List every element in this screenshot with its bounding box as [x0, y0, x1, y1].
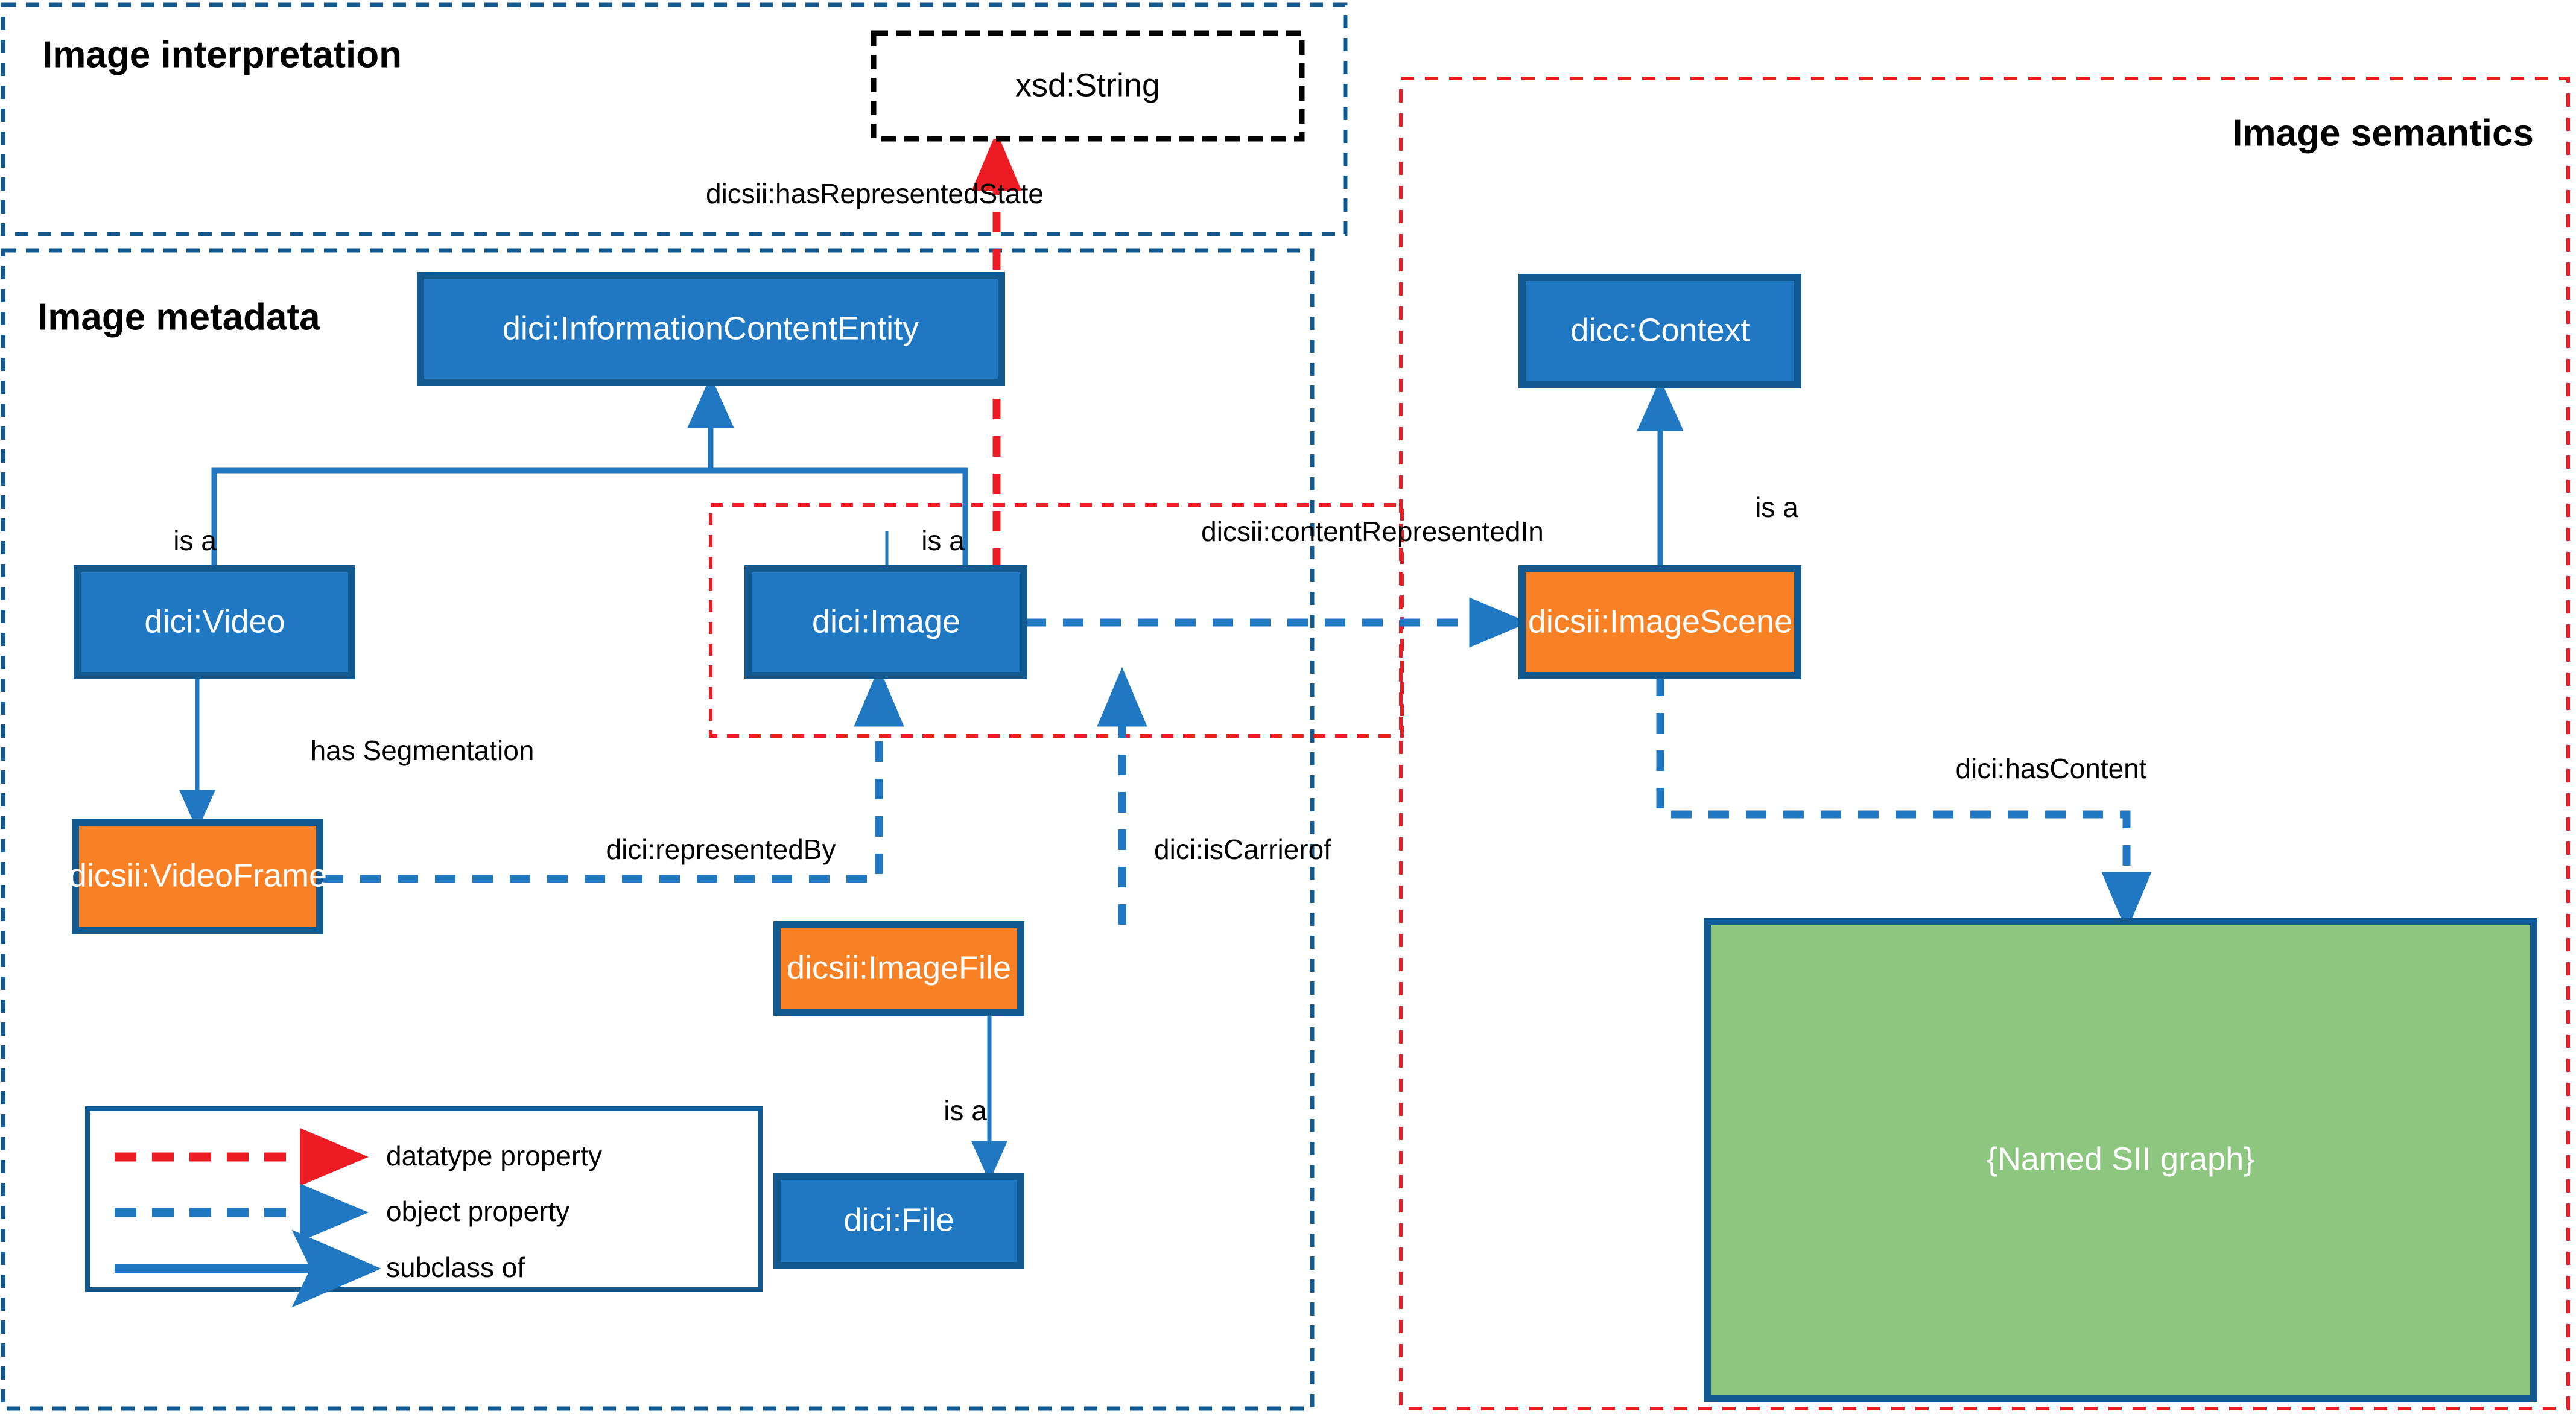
object-property-arrow-represented-by	[323, 667, 904, 883]
region-border-image-interpretation	[1, 2, 1348, 236]
edge-label-imagefile-is-a: is a	[944, 1095, 987, 1126]
node-named-sii-graph[interactable]: {Named SII graph}	[1704, 918, 2537, 1402]
edge-imagefile-is-a-file: is a	[944, 1012, 1008, 1182]
node-dici-image[interactable]: dici:Image	[744, 565, 1027, 679]
legend-item-object-property: object property	[115, 1184, 569, 1242]
edge-label-scene-is-a: is a	[1755, 492, 1798, 523]
node-label-dicsii-imagescene: dicsii:ImageScene	[1528, 603, 1792, 639]
legend-label-datatype-property: datatype property	[386, 1140, 602, 1171]
edge-label-represented-by: dici:representedBy	[606, 834, 836, 865]
region-title-image-semantics: Image semantics	[2232, 112, 2534, 154]
node-information-content-entity[interactable]: dici:InformationContentEntity	[417, 272, 1005, 386]
node-label-dicsii-videoframe: dicsii:VideoFrame	[69, 857, 327, 893]
node-label-named-sii-graph: {Named SII graph}	[1987, 1141, 2254, 1177]
edge-has-content: dici:hasContent	[1656, 676, 2152, 932]
node-label-dici-file: dici:File	[843, 1202, 954, 1238]
node-dicsii-imagefile[interactable]: dicsii:ImageFile	[773, 921, 1024, 1016]
object-property-arrow-has-content	[1656, 676, 2152, 932]
region-image-interpretation: Image interpretation	[1, 2, 1348, 236]
node-dicc-context[interactable]: dicc:Context	[1518, 274, 1801, 388]
node-box-dici-file	[773, 1173, 1024, 1269]
edge-label-image-is-a: is a	[921, 525, 965, 556]
node-label-xsd-string: xsd:String	[1015, 67, 1160, 103]
edge-label-has-segmentation: has Segmentation	[311, 735, 535, 766]
node-label-dici-image: dici:Image	[812, 603, 960, 639]
legend: datatype property object property subcla…	[85, 1106, 763, 1308]
region-title-image-metadata: Image metadata	[37, 296, 320, 338]
node-box-information-content-entity	[417, 272, 1005, 386]
edge-label-has-content: dici:hasContent	[1955, 753, 2146, 784]
node-box-dicc-context	[1518, 274, 1801, 388]
node-box-named-sii-graph	[1704, 918, 2537, 1402]
edge-subclass-to-information-content-entity: is a is a	[173, 376, 968, 571]
region-image-semantics: Image semantics	[1399, 77, 2570, 1410]
region-image-metadata: Image metadata	[1, 248, 1315, 1411]
region-border-image-metadata	[1, 248, 1315, 1411]
node-box-dicsii-imagefile	[773, 921, 1024, 1016]
region-border-image-semantics	[1399, 77, 2570, 1410]
node-label-dicc-context: dicc:Context	[1570, 312, 1750, 348]
edge-label-is-carrier-of: dici:isCarrierof	[1154, 834, 1331, 865]
edge-label-content-represented-in: dicsii:contentRepresentedIn	[1201, 516, 1544, 547]
node-label-information-content-entity: dici:InformationContentEntity	[503, 310, 919, 346]
legend-label-subclass-of: subclass of	[386, 1252, 525, 1283]
node-box-dicsii-videoframe	[72, 819, 323, 934]
node-dici-file[interactable]: dici:File	[773, 1173, 1024, 1269]
node-dicsii-imagescene[interactable]: dicsii:ImageScene	[1518, 565, 1801, 679]
legend-border	[85, 1106, 763, 1292]
node-label-dicsii-imagefile: dicsii:ImageFile	[787, 949, 1011, 986]
edge-scene-is-a-context: is a	[1637, 379, 1798, 569]
node-box-dicsii-imagescene	[1518, 565, 1801, 679]
node-dici-video[interactable]: dici:Video	[74, 565, 355, 679]
edge-is-carrier-of: dici:isCarrierof	[1097, 667, 1331, 925]
edge-has-segmentation: has Segmentation	[179, 676, 535, 831]
node-box-xsd-string	[871, 30, 1305, 142]
edge-content-represented-in: dicsii:contentRepresentedIn	[1026, 516, 1544, 648]
node-label-dici-video: dici:Video	[144, 603, 285, 639]
node-box-dici-video	[74, 565, 355, 679]
region-title-image-interpretation: Image interpretation	[42, 34, 402, 75]
legend-item-subclass-of: subclass of	[115, 1229, 525, 1308]
edge-label-has-represented-state: dicsii:hasRepresentedState	[706, 178, 1044, 209]
edge-label-video-is-a: is a	[173, 525, 217, 556]
node-box-dici-image	[744, 565, 1027, 679]
node-xsd-string[interactable]: xsd:String	[871, 30, 1305, 142]
legend-item-datatype-property: datatype property	[115, 1128, 602, 1187]
node-dicsii-videoframe[interactable]: dicsii:VideoFrame	[69, 819, 327, 934]
edge-represented-by: dici:representedBy	[323, 667, 904, 883]
legend-label-object-property: object property	[386, 1196, 569, 1227]
